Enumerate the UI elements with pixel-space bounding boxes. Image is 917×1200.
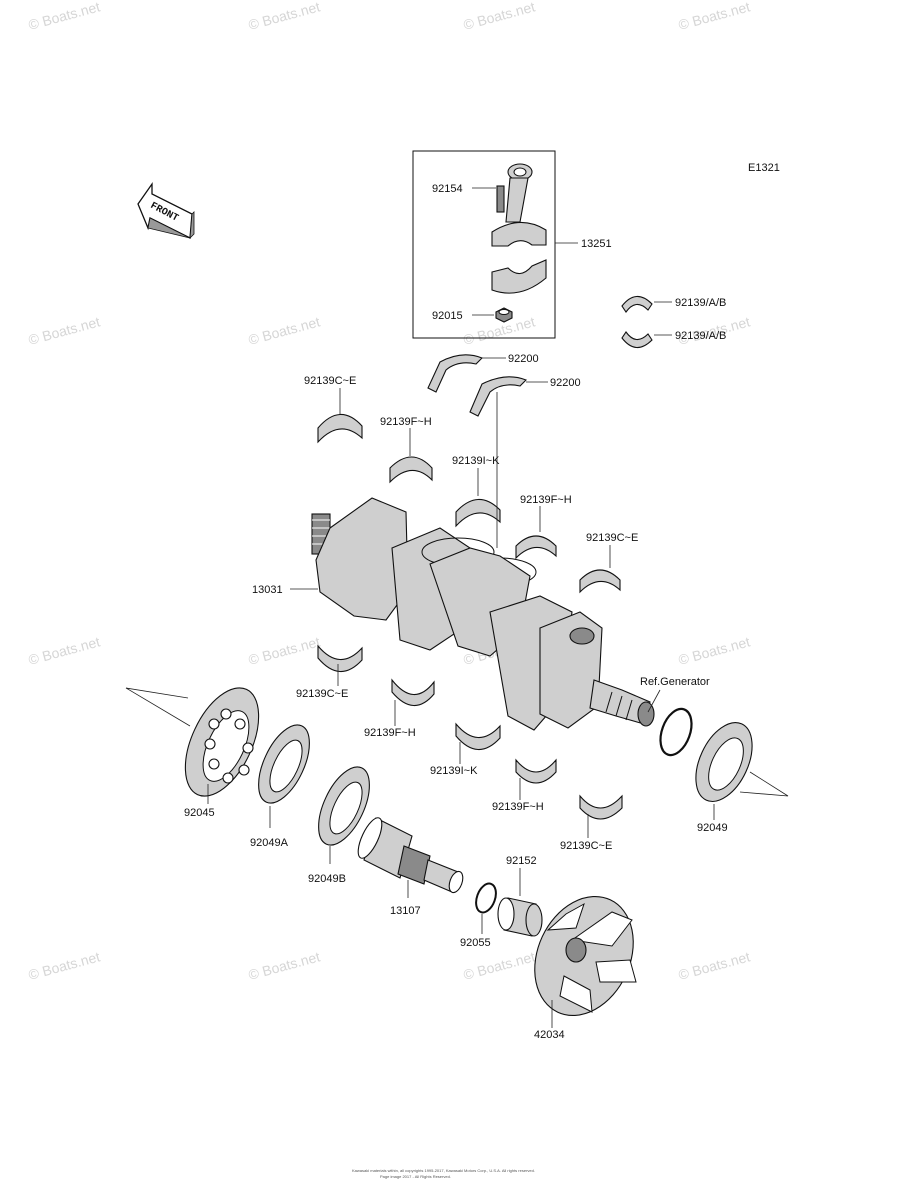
nut-icon (495, 307, 513, 323)
watermark-text: © Boats.net (462, 948, 537, 982)
part-label-92139fh-2: 92139F~H (520, 494, 572, 506)
watermark-text: © Boats.net (247, 633, 322, 667)
bearing-shell-icon (317, 644, 363, 673)
bearing-shell-icon (515, 535, 557, 560)
collar-icon (497, 897, 543, 937)
watermark-text: © Boats.net (247, 948, 322, 982)
watermark-text: © Boats.net (462, 0, 537, 33)
part-label-92139ce-3: 92139C~E (296, 688, 348, 700)
part-label-92152: 92152 (506, 855, 537, 867)
ball-bearing-icon (184, 687, 260, 797)
part-label-42034: 42034 (534, 1029, 565, 1041)
part-label-92139ce-4: 92139C~E (560, 840, 612, 852)
coupling-icon (534, 895, 637, 1017)
part-label-92139ce-1: 92139C~E (304, 375, 356, 387)
watermark-text: © Boats.net (247, 0, 322, 33)
watermark-text: © Boats.net (27, 633, 102, 667)
part-label-92154: 92154 (432, 183, 463, 195)
part-label-92139fh-4: 92139F~H (492, 801, 544, 813)
part-label-92200-1: 92200 (508, 353, 539, 365)
oil-seal-icon (318, 766, 370, 846)
watermark-text: © Boats.net (27, 313, 102, 347)
part-label-92200-2: 92200 (550, 377, 581, 389)
part-label-92139ik-2: 92139I~K (430, 765, 478, 777)
rod-cap-icon (491, 259, 547, 294)
watermark-text: © Boats.net (677, 0, 752, 33)
part-label-92139ce-2: 92139C~E (586, 532, 638, 544)
bearing-shell-icon (455, 722, 501, 751)
shaft-icon (357, 817, 464, 894)
watermark-text: © Boats.net (247, 313, 322, 347)
front-arrow-icon: FRONT (137, 181, 195, 240)
watermark-text: © Boats.net (677, 948, 752, 982)
part-label-92139ik-1: 92139I~K (452, 455, 500, 467)
part-label-92049b: 92049B (308, 873, 346, 885)
bearing-shell-icon (317, 413, 363, 444)
connecting-rod-icon (491, 163, 547, 247)
watermark-text: © Boats.net (677, 633, 752, 667)
watermark-text: © Boats.net (27, 948, 102, 982)
connecting-rod-box (412, 150, 556, 339)
bearing-shell-icon (389, 456, 433, 484)
bearing-shell-icon (621, 295, 653, 313)
part-label-13107: 13107 (390, 905, 421, 917)
copyright-line-2: Page image 2017 - All Rights Reserved. (380, 1174, 451, 1179)
watermark-text: © Boats.net (27, 0, 102, 33)
part-label-92139ab-1: 92139/A/B (675, 297, 726, 309)
diagram-code: E1321 (748, 162, 780, 174)
o-ring-icon (475, 882, 497, 914)
part-label-92049: 92049 (697, 822, 728, 834)
bearing-shell-icon (579, 569, 621, 594)
part-label-92139ab-2: 92139/A/B (675, 330, 726, 342)
oil-seal-icon (258, 724, 310, 804)
thrust-washer-icon (427, 354, 483, 393)
part-label-92045: 92045 (184, 807, 215, 819)
crankshaft-icon (311, 497, 655, 731)
part-label-92049a: 92049A (250, 837, 289, 849)
ref-generator-label: Ref.Generator (640, 676, 710, 688)
bearing-shell-icon (621, 331, 653, 349)
oil-seal-icon (695, 722, 753, 802)
part-label-92015: 92015 (432, 310, 463, 322)
o-ring-icon (659, 707, 693, 757)
part-label-92139fh-1: 92139F~H (380, 416, 432, 428)
thrust-washer-icon (469, 376, 527, 417)
copyright-line-1: Kawasaki materials within, all copyright… (352, 1168, 535, 1173)
bearing-shell-icon (455, 498, 501, 528)
bearing-shell-icon (515, 758, 557, 784)
part-label-92139fh-3: 92139F~H (364, 727, 416, 739)
bearing-shell-icon (391, 678, 435, 707)
bearing-shell-icon (579, 794, 623, 820)
part-label-13251: 13251 (581, 238, 612, 250)
part-label-13031: 13031 (252, 584, 283, 596)
part-label-92055: 92055 (460, 937, 491, 949)
